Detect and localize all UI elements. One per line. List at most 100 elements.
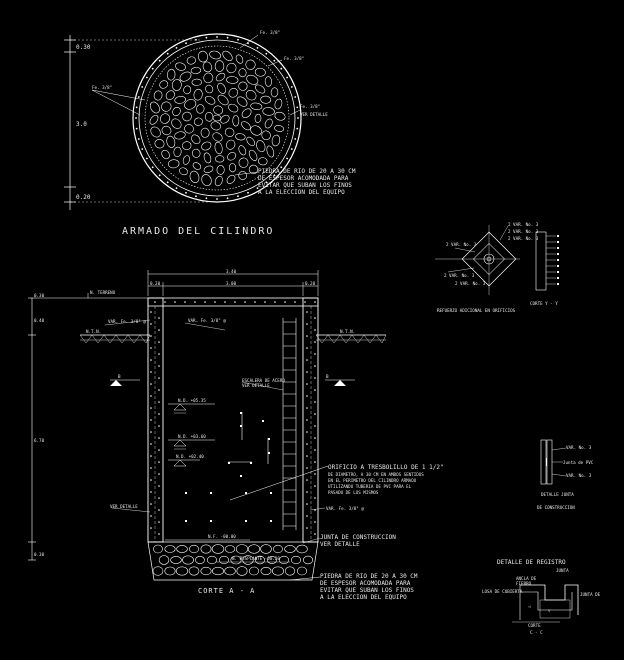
base-stone	[271, 566, 284, 576]
rebar-dot	[185, 191, 187, 194]
stone	[165, 90, 175, 100]
orifice-mark	[250, 462, 252, 464]
stone	[274, 125, 285, 132]
base-stone	[267, 556, 277, 564]
orifice-mark	[210, 492, 212, 494]
wall-dot	[314, 497, 316, 499]
cut-b-right: B	[326, 374, 329, 379]
stone	[202, 61, 213, 73]
wall-dot	[150, 359, 152, 361]
stone	[205, 84, 214, 94]
base-stone	[242, 555, 254, 565]
base-stone	[170, 556, 182, 564]
stone	[248, 164, 259, 174]
level-ntn-right: N.T.N.	[340, 329, 355, 334]
rebar-dot	[151, 166, 154, 169]
wall-dot	[274, 301, 276, 303]
section-a-a: 3.40 0.20 3.00 0.20 N. TERRENO 0.30 0.40…	[28, 269, 444, 601]
junta-label-2: Junta de PVC	[563, 460, 594, 465]
reg-label-4: LOSA DE CUBIERTA	[482, 589, 523, 594]
wall-dot	[304, 301, 306, 303]
rebar-dot	[294, 96, 297, 98]
wall-dot	[158, 449, 160, 451]
stone	[182, 111, 192, 122]
stone	[262, 107, 275, 116]
stone	[241, 108, 252, 118]
wall-dot	[306, 515, 308, 517]
wall-dot	[158, 485, 160, 487]
wall-dot	[314, 485, 316, 487]
stone	[201, 141, 212, 151]
stone	[212, 114, 222, 122]
junta-label-1: VAR. No. 3	[566, 445, 592, 450]
wall-dot	[158, 509, 160, 511]
piedra-1: PIEDRA DE RIO DE 20 A 30 CM	[320, 573, 418, 580]
wall-dot	[194, 301, 196, 303]
stone	[174, 131, 186, 140]
note-line-3: EVITAR QUE SUBAN LOS FINOS	[258, 182, 352, 189]
rebar-dot	[185, 42, 187, 45]
base-stone	[158, 555, 170, 565]
wall-dot	[306, 431, 308, 433]
wall-dot	[314, 353, 316, 355]
stone	[193, 88, 203, 101]
stone	[210, 121, 221, 131]
stone	[161, 101, 172, 112]
base-stone	[260, 544, 272, 554]
wall-dot	[284, 301, 286, 303]
stone	[216, 165, 225, 175]
stone	[183, 85, 192, 95]
base-stone	[290, 555, 301, 565]
wall-dot	[158, 377, 160, 379]
ori-label-6: 2 VAR. No. 3	[455, 281, 486, 286]
wall-dot	[150, 467, 152, 469]
stone	[245, 89, 257, 101]
base-stone	[224, 566, 236, 576]
rebar-dot	[135, 106, 138, 109]
wall-dot	[314, 301, 316, 303]
escalera-1: ESCALERA DE ACERO	[242, 378, 285, 383]
stone	[190, 67, 202, 74]
base-stone	[195, 555, 205, 564]
wall-dot	[306, 407, 308, 409]
wall-dot	[314, 365, 316, 367]
nf-level: N.F. -00.00	[208, 534, 236, 539]
wall-dot	[224, 301, 226, 303]
wall-dot	[158, 317, 160, 319]
rebar-dot	[146, 157, 148, 160]
stone	[215, 72, 226, 82]
wall-dot	[306, 335, 308, 337]
rebar-dot	[290, 148, 293, 150]
rebar-dot	[205, 197, 208, 200]
stone	[149, 114, 159, 125]
stone	[227, 152, 237, 161]
reg-mark-a: ◁	[528, 604, 531, 609]
ldim-0-30: 0.30	[34, 293, 45, 298]
stone	[248, 149, 258, 161]
orificio-3: EN EL PERIMETRO DEL CILINDRO ARMADO	[328, 478, 417, 483]
reg-cut-sub: C - C	[530, 630, 543, 635]
orifice-mark	[270, 492, 272, 494]
stone	[182, 155, 190, 165]
stone	[191, 148, 201, 158]
detail-junta: VAR. No. 3 Junta de PVC VAR. No. 3 DETAL…	[537, 439, 594, 510]
wall-dot	[174, 301, 176, 303]
orifice-mark	[268, 452, 270, 454]
stone	[182, 141, 192, 150]
base-stone	[230, 555, 242, 565]
wall-dot	[154, 301, 156, 303]
wall-dot	[314, 461, 316, 463]
orifice-mark	[270, 520, 272, 522]
stone	[213, 105, 224, 115]
wall-dot	[150, 395, 152, 397]
stone	[254, 67, 266, 77]
base-stone	[211, 544, 225, 554]
gravel-pattern	[149, 50, 286, 187]
dim-3-0: 3.0	[76, 121, 87, 128]
wall-dot	[150, 347, 152, 349]
stone	[172, 106, 181, 117]
rebar-label-2: VAR. Fe. 3/8" @	[188, 318, 226, 323]
base-stone	[284, 545, 296, 553]
wall-dot	[150, 479, 152, 481]
